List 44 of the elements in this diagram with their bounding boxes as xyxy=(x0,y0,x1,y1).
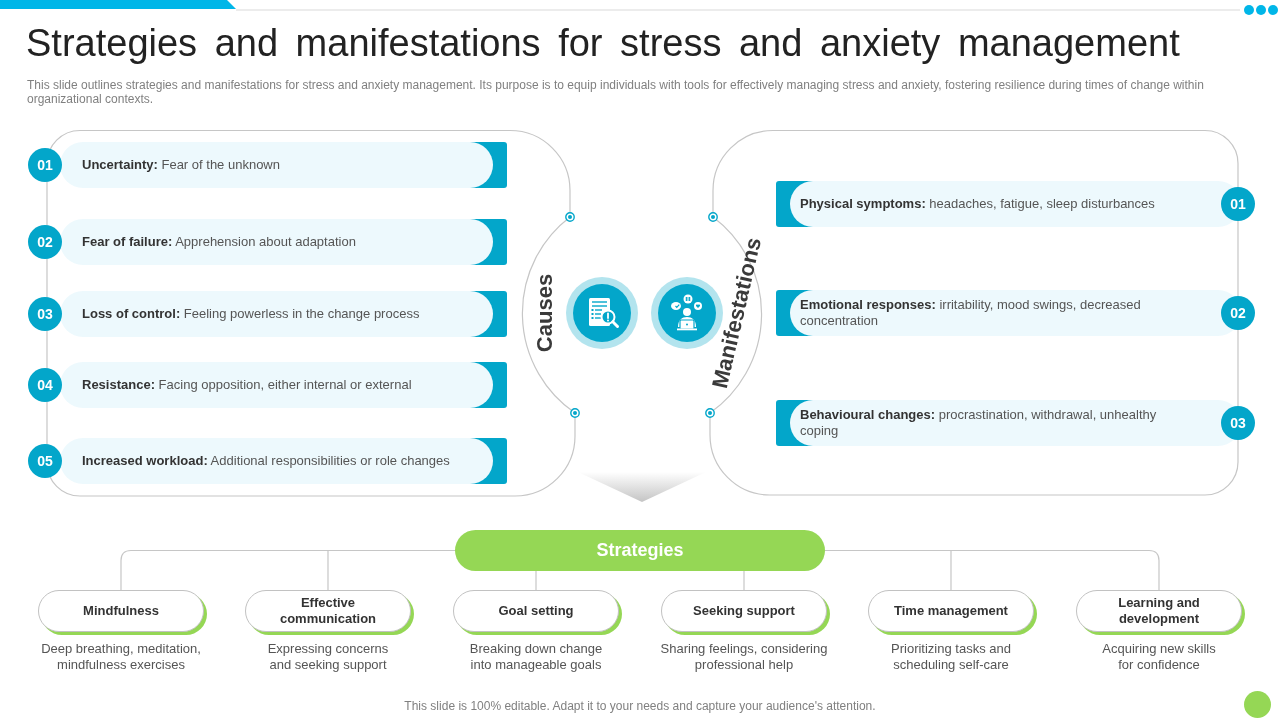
cause-bar xyxy=(28,219,507,265)
cause-text: Fear of failure: Apprehension about adaptation xyxy=(82,234,356,250)
manifestation-bar xyxy=(776,290,1255,336)
strategy-description: Breaking down change into manageable goals xyxy=(468,641,604,673)
step-number: 02 xyxy=(1221,296,1255,330)
step-number: 01 xyxy=(28,148,62,182)
step-number: 03 xyxy=(1221,406,1255,440)
step-number: 02 xyxy=(28,225,62,259)
cause-text: Uncertainty: Fear of the unknown xyxy=(82,157,280,173)
cause-bar xyxy=(28,438,507,484)
strategy-description: Prioritizing tasks and scheduling self-care xyxy=(890,641,1012,673)
cause-bar xyxy=(28,291,507,337)
manifestation-text: Behavioural changes: procrastination, withdrawal, unhealthy coping xyxy=(800,407,1158,439)
strategy-description: Sharing feelings, considering professional help xyxy=(659,641,829,673)
cause-text: Resistance: Facing opposition, either internal or external xyxy=(82,377,412,393)
step-number: 05 xyxy=(28,444,62,478)
cause-text: Loss of control: Feeling powerless in the change process xyxy=(82,306,420,322)
manifestation-bar xyxy=(776,400,1255,446)
strategy-pill: Time management xyxy=(868,590,1034,632)
step-number: 03 xyxy=(28,297,62,331)
strategy-description: Deep breathing, meditation, mindfulness exercises xyxy=(40,641,202,673)
strategies-pill: Strategies xyxy=(455,530,825,571)
cause-text: Increased workload: Additional responsibilities or role changes xyxy=(82,453,450,469)
panel-heading: Causes xyxy=(534,273,556,353)
strategy-pill: Effective communication xyxy=(245,590,411,632)
slide-description: This slide outlines strategies and manifestations for stress and anxiety management. Its purpose is to equip individuals with tools for effectively managing stress and anxiety, fostering resilience during times of change within organizational contexts. xyxy=(27,78,1205,106)
strategy-description: Expressing concerns and seeking support xyxy=(266,641,390,673)
connector-line xyxy=(327,549,456,591)
step-number: 04 xyxy=(28,368,62,402)
cause-bar xyxy=(28,362,507,408)
strategy-description: Acquiring new skills for confidence xyxy=(1101,641,1217,673)
footer-note: This slide is 100% editable. Adapt it to your needs and capture your audience's attention. xyxy=(404,699,876,714)
strategy-pill: Goal setting xyxy=(453,590,619,632)
manifestation-text: Physical symptoms: headaches, fatigue, sleep disturbances xyxy=(800,196,1155,212)
cause-bar xyxy=(28,142,507,188)
strategy-pill: Seeking support xyxy=(661,590,827,632)
manifestation-bar xyxy=(776,181,1255,227)
strategy-pill: Learning and development xyxy=(1076,590,1242,632)
strategy-pill: Mindfulness xyxy=(38,590,204,632)
manifestation-text: Emotional responses: irritability, mood swings, decreased concentration xyxy=(800,297,1142,329)
step-number: 01 xyxy=(1221,187,1255,221)
connector-line xyxy=(743,570,745,591)
slide-title: Strategies and manifestations for stress and anxiety management xyxy=(26,21,1180,66)
connector-line xyxy=(535,570,537,591)
